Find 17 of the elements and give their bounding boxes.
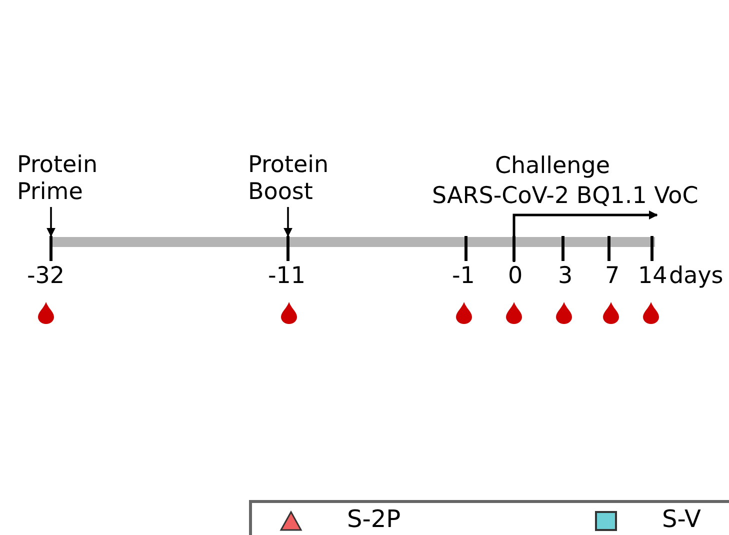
timeline-bar xyxy=(50,237,655,247)
tick-label: -1 xyxy=(452,263,475,290)
challenge-label: SARS-CoV-2 BQ1.1 VoC xyxy=(432,183,698,210)
tick-label: -11 xyxy=(268,263,306,290)
legend-label: S-V xyxy=(662,505,701,533)
step-label: Protein Prime xyxy=(17,152,98,206)
arrow xyxy=(46,207,56,237)
step-label: Protein Boost xyxy=(248,152,329,206)
legend-label: S-2P xyxy=(347,505,401,533)
challenge-label: Challenge xyxy=(495,153,610,180)
tick-label: 0 xyxy=(508,263,523,290)
tick-label: 3 xyxy=(558,263,573,290)
axis-unit-label: days xyxy=(669,263,724,290)
tick-label: 7 xyxy=(605,263,620,290)
arrow xyxy=(284,207,292,237)
tick-label: -32 xyxy=(27,263,65,290)
tick-label: 14 xyxy=(638,263,668,290)
